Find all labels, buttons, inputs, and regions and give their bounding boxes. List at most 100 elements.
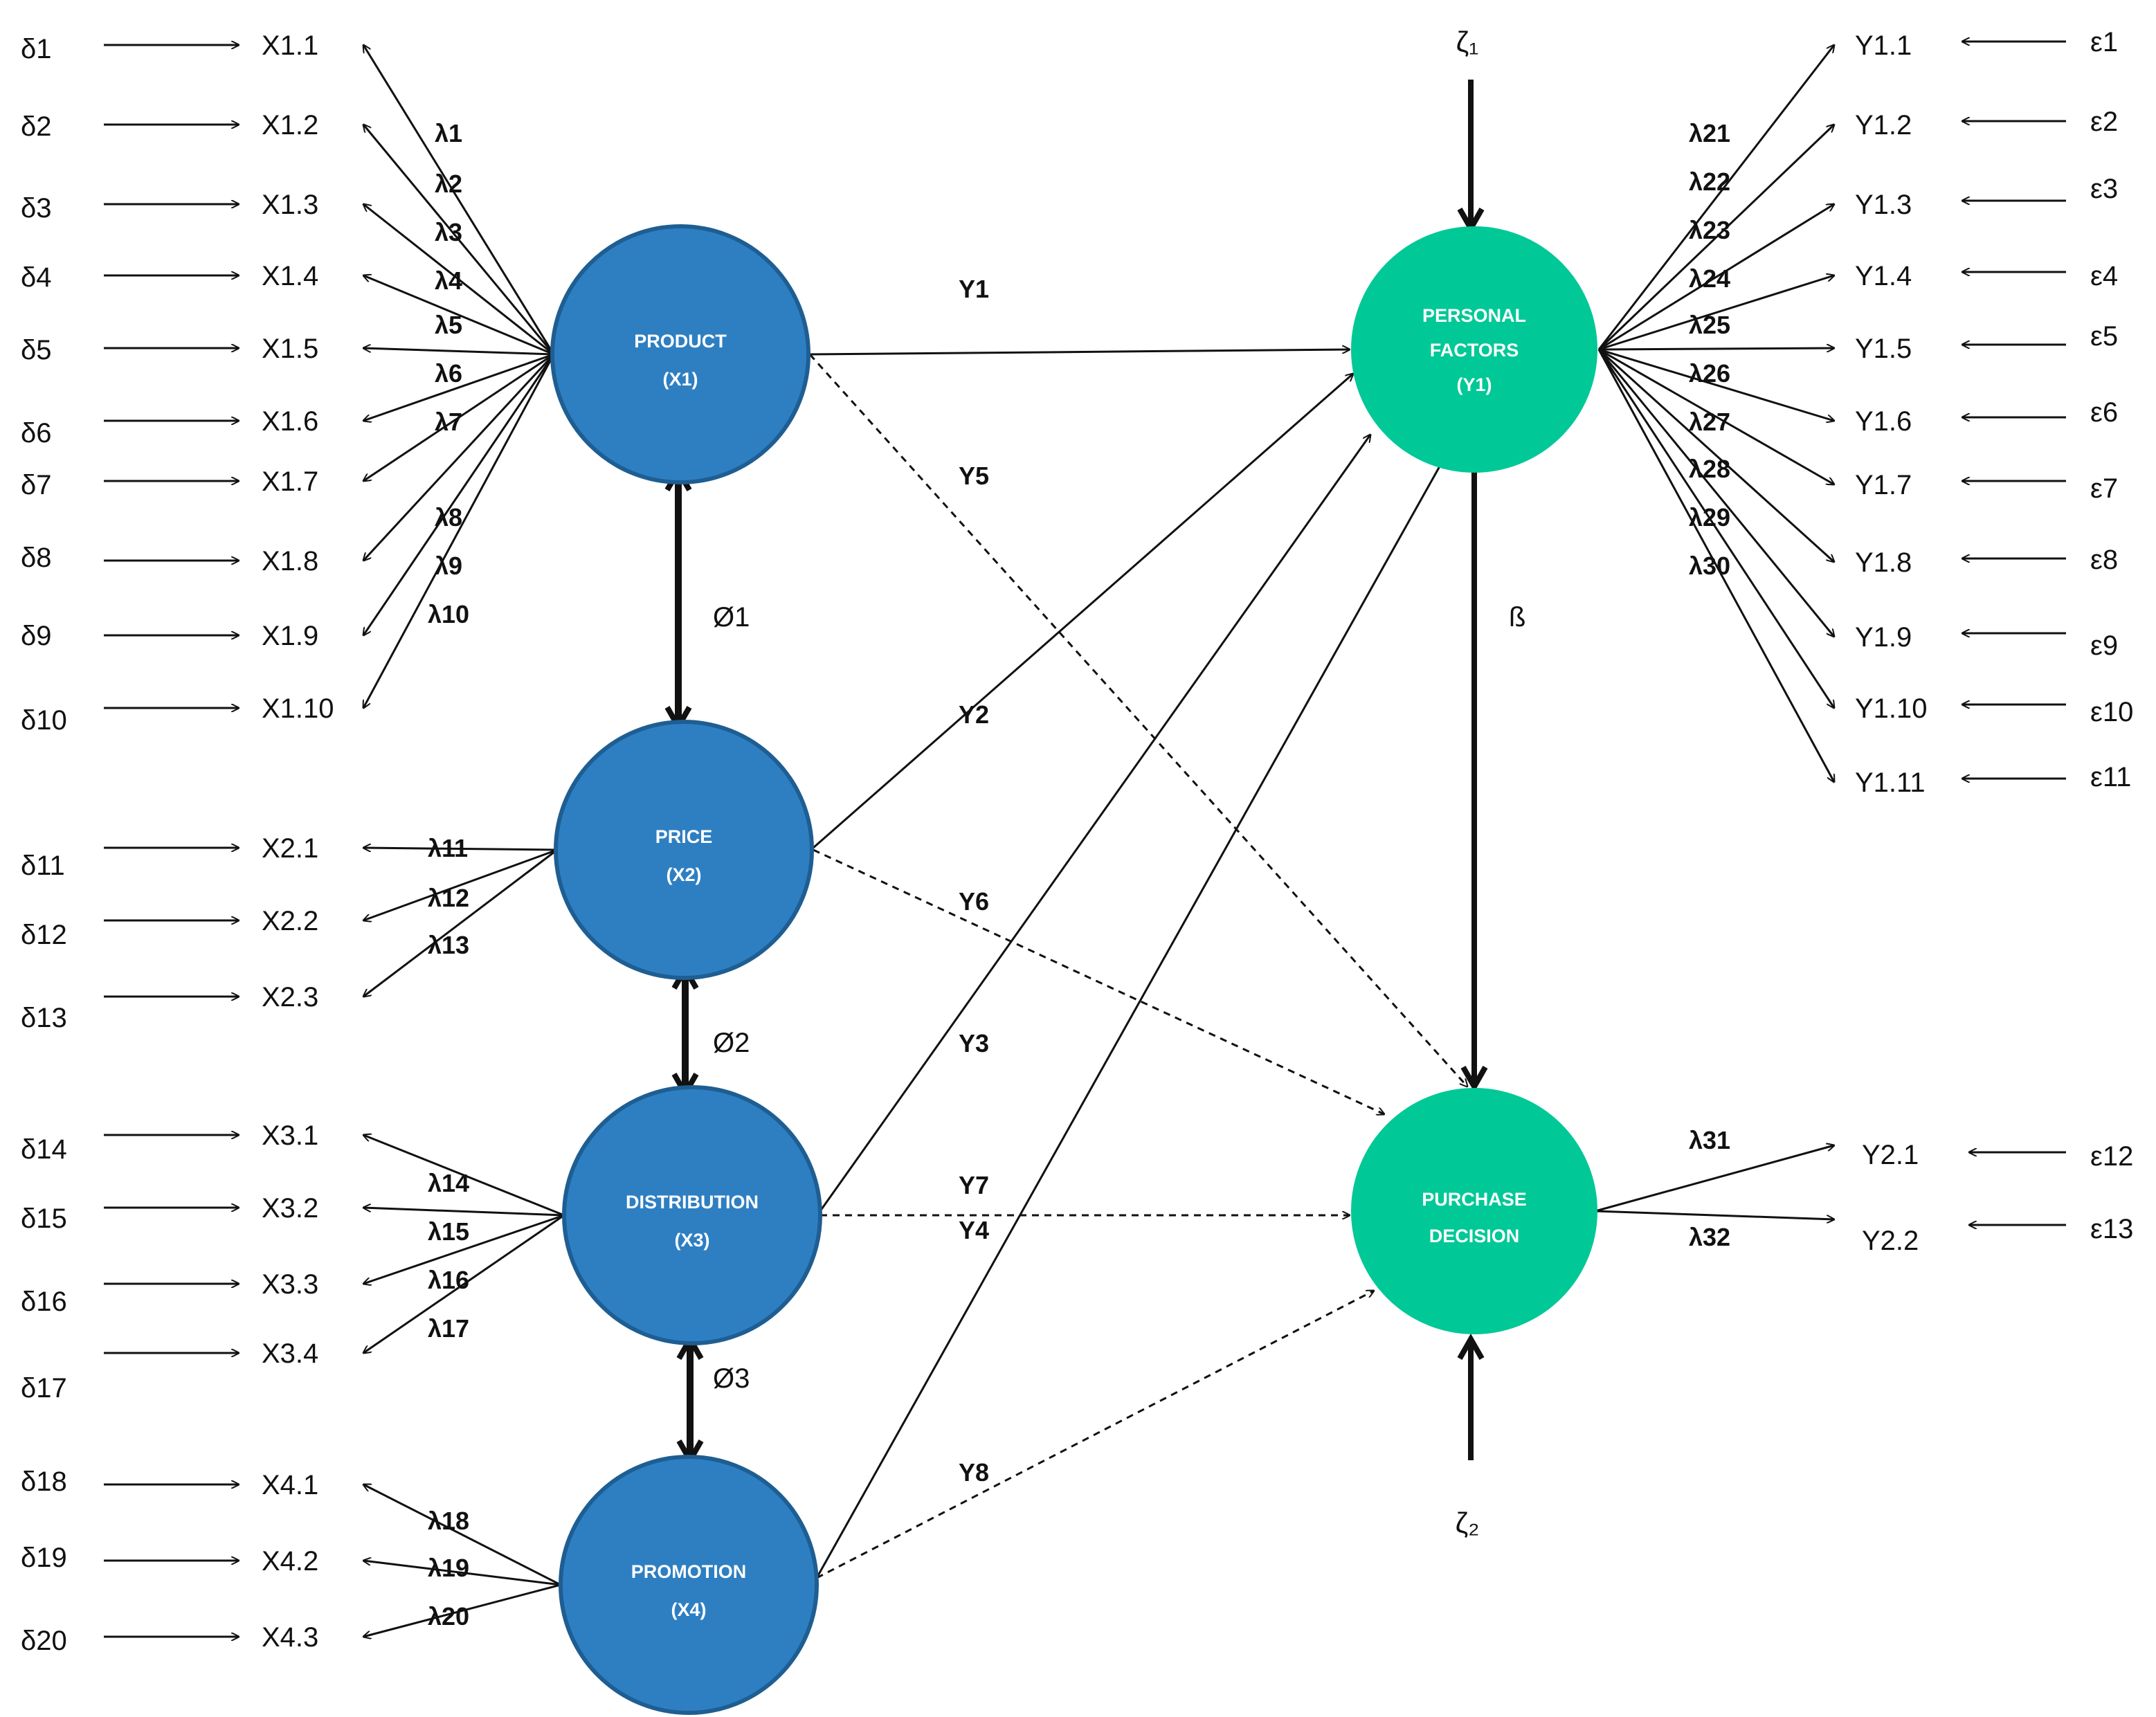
loading-label-lambda19: λ19 xyxy=(428,1554,469,1582)
loading-arrow-lambda13 xyxy=(363,848,558,997)
path-gamma1 xyxy=(809,349,1350,356)
indicator-label-X3-3: X3.3 xyxy=(262,1269,318,1300)
loading-label-lambda20: λ20 xyxy=(428,1602,469,1630)
loading-arrow-Y2-2 xyxy=(1595,1210,1834,1219)
loading-arrow-Y1-2 xyxy=(1597,125,1834,351)
indicator-label-Y1-10: Y1.10 xyxy=(1855,693,1928,724)
loading-arrow-Y1-11 xyxy=(1597,349,1834,782)
construct-product xyxy=(550,224,810,484)
error-label-delta15: δ15 xyxy=(21,1203,67,1234)
loading-label-lambda24: λ24 xyxy=(1689,264,1730,293)
path-label-gamma8: Y8 xyxy=(959,1458,989,1487)
indicator-label-Y1-7: Y1.7 xyxy=(1855,470,1912,500)
construct-price xyxy=(554,720,814,980)
loading-label-lambda12: λ12 xyxy=(428,884,469,912)
loading-label-lambda15: λ15 xyxy=(428,1217,469,1246)
loading-arrow-lambda20 xyxy=(363,1583,561,1637)
loading-label-lambda16: λ16 xyxy=(428,1266,469,1294)
error-label-delta11: δ11 xyxy=(21,851,65,881)
loading-label-lambda11: λ11 xyxy=(428,834,468,862)
indicator-label-X1-3: X1.3 xyxy=(262,190,318,220)
indicator-label-X1-6: X1.6 xyxy=(262,406,318,437)
construct-distribution xyxy=(562,1085,822,1345)
indicator-label-X1-7: X1.7 xyxy=(262,466,318,497)
path-gamma6 xyxy=(813,848,1384,1114)
indicator-label-X4-1: X4.1 xyxy=(262,1470,318,1500)
construct-label-price: PRICE xyxy=(655,826,713,847)
indicator-label-X3-1: X3.1 xyxy=(262,1120,318,1151)
covariance-label-phi3: Ø3 xyxy=(713,1363,750,1394)
loading-arrow-lambda12 xyxy=(363,848,558,920)
indicator-label-X2-3: X2.3 xyxy=(262,982,318,1012)
indicator-label-X1-1: X1.1 xyxy=(262,30,318,61)
indicator-label-X4-3: X4.3 xyxy=(262,1622,318,1653)
disturbance-label-zeta2: ζ₂ xyxy=(1456,1507,1480,1539)
construct-label-purchase-1: PURCHASE xyxy=(1422,1189,1527,1210)
path-gamma4 xyxy=(815,460,1443,1579)
covariance-label-phi2: Ø2 xyxy=(713,1028,750,1058)
error-label-epsilon1: ε1 xyxy=(2090,27,2118,57)
error-label-delta2: δ2 xyxy=(21,111,52,142)
loading-arrow-lambda7 xyxy=(363,353,554,481)
loading-arrow-lambda19 xyxy=(363,1561,561,1586)
error-label-epsilon5: ε5 xyxy=(2090,321,2118,352)
path-label-gamma5: Y5 xyxy=(959,462,989,490)
loading-label-lambda8: λ8 xyxy=(435,503,462,532)
construct-code-price: (X2) xyxy=(666,864,701,885)
loading-arrow-lambda6 xyxy=(363,353,554,421)
loading-arrow-Y1-3 xyxy=(1598,204,1834,351)
path-label-gamma4: Y4 xyxy=(959,1216,989,1244)
error-label-delta20: δ20 xyxy=(21,1626,67,1656)
loading-arrow-Y1-1 xyxy=(1597,45,1834,350)
error-label-delta17: δ17 xyxy=(21,1373,67,1403)
indicator-label-X1-4: X1.4 xyxy=(262,261,318,291)
error-label-epsilon11: ε11 xyxy=(2090,762,2131,792)
loading-arrow-lambda2 xyxy=(363,125,555,355)
loading-arrow-Y1-10 xyxy=(1597,349,1834,708)
error-label-delta10: δ10 xyxy=(21,705,67,736)
error-label-delta8: δ8 xyxy=(21,543,52,573)
indicator-label-Y1-1: Y1.1 xyxy=(1855,30,1912,61)
construct-code-product: (X1) xyxy=(662,369,698,390)
construct-label-personal-2: FACTORS xyxy=(1430,340,1519,361)
construct-code-promotion: (X4) xyxy=(671,1599,706,1620)
loading-label-lambda1: λ1 xyxy=(435,119,462,147)
construct-nodes xyxy=(550,224,1597,1715)
error-label-epsilon4: ε4 xyxy=(2090,261,2118,291)
loading-label-lambda4: λ4 xyxy=(435,266,462,295)
loading-arrow-lambda10 xyxy=(363,354,555,708)
loading-arrow-lambda15 xyxy=(363,1208,565,1217)
loading-arrow-Y1-9 xyxy=(1597,349,1834,637)
error-label-delta14: δ14 xyxy=(21,1134,67,1165)
indicator-label-Y2-2: Y2.2 xyxy=(1862,1226,1919,1256)
loading-arrow-lambda1 xyxy=(363,45,555,355)
loading-label-lambda14: λ14 xyxy=(428,1169,469,1197)
loading-arrow-lambda8 xyxy=(363,353,555,561)
loading-label-lambda2: λ2 xyxy=(435,170,462,198)
indicator-label-X1-2: X1.2 xyxy=(262,110,318,140)
construct-code-personal: (Y1) xyxy=(1456,374,1492,395)
indicator-label-X4-2: X4.2 xyxy=(262,1546,318,1577)
indicator-label-Y1-8: Y1.8 xyxy=(1855,547,1912,578)
connector-lines xyxy=(104,42,2066,1637)
path-label-gamma1: Y1 xyxy=(959,275,989,303)
covariance-label-phi1: Ø1 xyxy=(713,602,750,633)
loading-arrow-lambda18 xyxy=(363,1484,561,1586)
path-label-gamma7: Y7 xyxy=(959,1171,989,1199)
loading-label-lambda6: λ6 xyxy=(435,359,462,388)
error-label-epsilon3: ε3 xyxy=(2090,174,2118,204)
construct-label-personal-1: PERSONAL xyxy=(1422,305,1526,326)
path-gamma8 xyxy=(816,1291,1374,1579)
construct-label-product: PRODUCT xyxy=(634,331,727,352)
path-label-gamma2: Y2 xyxy=(959,700,989,729)
loading-label-lambda28: λ28 xyxy=(1689,455,1730,483)
error-label-delta3: δ3 xyxy=(21,193,52,224)
indicator-label-Y1-6: Y1.6 xyxy=(1855,406,1912,437)
error-label-delta4: δ4 xyxy=(21,262,52,293)
loading-label-lambda29: λ29 xyxy=(1689,503,1730,532)
construct-label-purchase-2: DECISION xyxy=(1429,1226,1520,1246)
loading-arrow-Y2-1 xyxy=(1595,1145,1834,1212)
construct-label-distribution: DISTRIBUTION xyxy=(626,1192,759,1212)
indicator-label-X1-10: X1.10 xyxy=(262,693,334,724)
